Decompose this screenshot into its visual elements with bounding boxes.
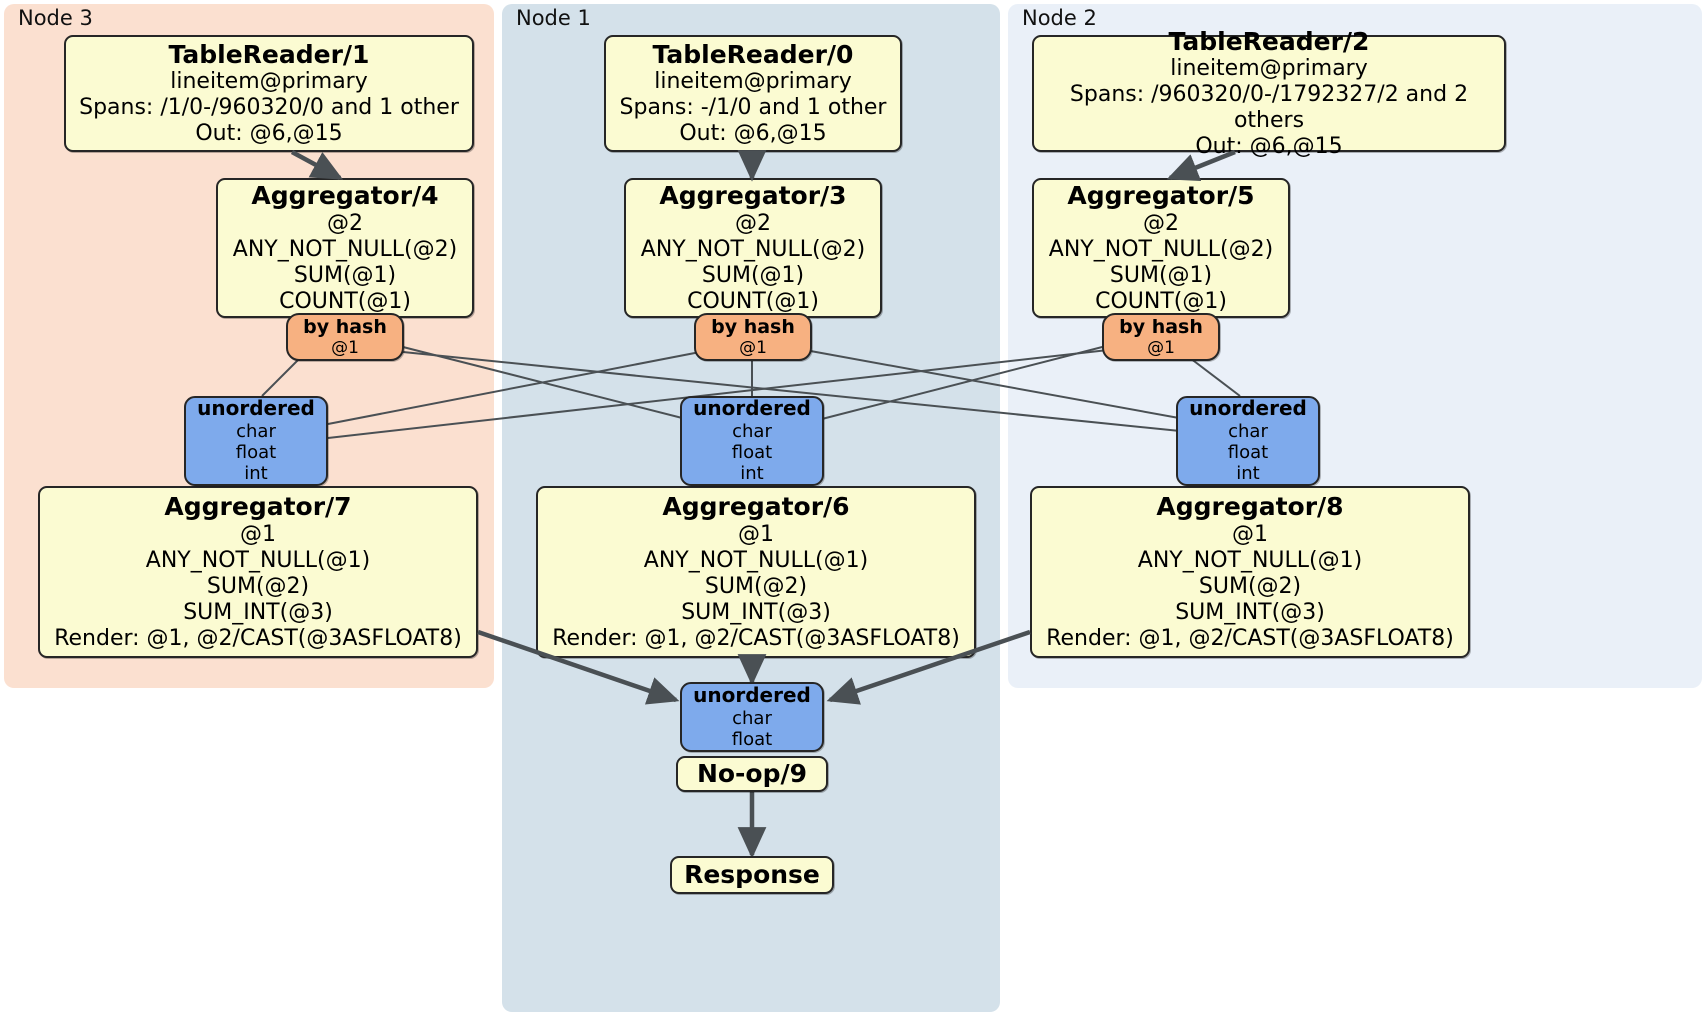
node-title: Aggregator/6 (662, 492, 850, 522)
router-unordered-right[interactable]: unordered char float int (1176, 396, 1320, 486)
node-line: SUM_INT(@3) (681, 599, 831, 625)
node-line: @1 (240, 521, 276, 547)
router-title: by hash (303, 315, 387, 338)
router-line: int (1236, 463, 1260, 485)
router-by-hash-right[interactable]: by hash @1 (1102, 313, 1220, 361)
router-line: float (235, 442, 277, 464)
node-line: ANY_NOT_NULL(@2) (232, 236, 458, 262)
node-tablereader-2[interactable]: TableReader/2 lineitem@primary Spans: /9… (1032, 27, 1506, 159)
router-title: unordered (197, 396, 315, 421)
cluster-label-node-3: Node 3 (18, 6, 93, 30)
router-line: int (244, 463, 268, 485)
node-aggregator-3[interactable]: Aggregator/3 @2 ANY_NOT_NULL(@2) SUM(@1)… (624, 178, 882, 318)
router-by-hash-left[interactable]: by hash @1 (286, 313, 404, 361)
router-line: @1 (739, 338, 767, 359)
node-line: COUNT(@1) (687, 288, 819, 314)
node-line: Out: @6,@15 (1195, 134, 1343, 160)
router-unordered-final[interactable]: unordered char float (680, 682, 824, 752)
node-title: No-op/9 (696, 759, 808, 789)
node-line: COUNT(@1) (1095, 288, 1227, 314)
node-aggregator-5[interactable]: Aggregator/5 @2 ANY_NOT_NULL(@2) SUM(@1)… (1032, 178, 1290, 318)
node-line: Render: @1, @2/CAST(@3ASFLOAT8) (1046, 625, 1454, 651)
node-line: SUM(@1) (293, 262, 397, 288)
node-line: COUNT(@1) (279, 288, 411, 314)
node-response[interactable]: Response (670, 856, 834, 894)
cluster-label-node-1: Node 1 (516, 6, 591, 30)
node-line: SUM(@1) (1109, 262, 1213, 288)
node-line: @2 (735, 210, 771, 236)
router-title: unordered (1189, 396, 1307, 421)
node-line: lineitem@primary (654, 69, 852, 95)
node-aggregator-7[interactable]: Aggregator/7 @1 ANY_NOT_NULL(@1) SUM(@2)… (38, 486, 478, 658)
node-line: lineitem@primary (1170, 56, 1368, 82)
node-title: TableReader/2 (1168, 26, 1370, 56)
node-line: SUM(@2) (1198, 573, 1302, 599)
router-title: by hash (711, 315, 795, 338)
router-by-hash-center[interactable]: by hash @1 (694, 313, 812, 361)
router-line: @1 (1147, 338, 1175, 359)
router-line: float (1227, 442, 1269, 464)
cluster-label-node-2: Node 2 (1022, 6, 1097, 30)
node-line: SUM(@2) (704, 573, 808, 599)
node-line: ANY_NOT_NULL(@2) (640, 236, 866, 262)
node-line: SUM_INT(@3) (1175, 599, 1325, 625)
node-line: Render: @1, @2/CAST(@3ASFLOAT8) (54, 625, 462, 651)
node-line: Render: @1, @2/CAST(@3ASFLOAT8) (552, 625, 960, 651)
router-line: float (731, 728, 773, 750)
node-line: SUM(@2) (206, 573, 310, 599)
node-title: Aggregator/7 (164, 492, 352, 522)
node-line: SUM_INT(@3) (183, 599, 333, 625)
router-line: char (236, 420, 276, 442)
router-unordered-center[interactable]: unordered char float int (680, 396, 824, 486)
router-title: by hash (1119, 315, 1203, 338)
router-line: float (731, 442, 773, 464)
node-tablereader-1[interactable]: TableReader/1 lineitem@primary Spans: /1… (64, 35, 474, 152)
node-aggregator-8[interactable]: Aggregator/8 @1 ANY_NOT_NULL(@1) SUM(@2)… (1030, 486, 1470, 658)
node-aggregator-6[interactable]: Aggregator/6 @1 ANY_NOT_NULL(@1) SUM(@2)… (536, 486, 976, 658)
router-line: char (732, 420, 772, 442)
node-title: Response (684, 860, 820, 890)
node-line: Spans: /1/0-/960320/0 and 1 other (79, 95, 459, 121)
node-title: TableReader/1 (168, 39, 370, 69)
node-title: Aggregator/4 (251, 181, 439, 211)
node-line: @2 (1143, 210, 1179, 236)
node-noop-9[interactable]: No-op/9 (676, 756, 828, 792)
node-line: @2 (327, 210, 363, 236)
router-title: unordered (693, 396, 811, 421)
node-line: ANY_NOT_NULL(@1) (145, 547, 371, 573)
node-aggregator-4[interactable]: Aggregator/4 @2 ANY_NOT_NULL(@2) SUM(@1)… (216, 178, 474, 318)
router-line: char (1228, 420, 1268, 442)
node-tablereader-0[interactable]: TableReader/0 lineitem@primary Spans: -/… (604, 35, 902, 152)
node-title: Aggregator/3 (659, 181, 847, 211)
node-line: @1 (738, 521, 774, 547)
router-line: char (732, 707, 772, 729)
node-title: Aggregator/8 (1156, 492, 1344, 522)
node-line: Spans: -/1/0 and 1 other (619, 95, 887, 121)
node-line: Spans: /960320/0-/1792327/2 and 2 others (1069, 82, 1469, 134)
node-line: lineitem@primary (170, 69, 368, 95)
node-line: Out: @6,@15 (195, 121, 343, 147)
router-unordered-left[interactable]: unordered char float int (184, 396, 328, 486)
node-line: ANY_NOT_NULL(@1) (1137, 547, 1363, 573)
node-title: Aggregator/5 (1067, 181, 1255, 211)
node-title: TableReader/0 (652, 39, 854, 69)
node-line: Out: @6,@15 (679, 121, 827, 147)
node-line: @1 (1232, 521, 1268, 547)
router-line: @1 (331, 338, 359, 359)
node-line: ANY_NOT_NULL(@1) (643, 547, 869, 573)
router-line: int (740, 463, 764, 485)
node-line: ANY_NOT_NULL(@2) (1048, 236, 1274, 262)
router-title: unordered (693, 682, 811, 707)
node-line: SUM(@1) (701, 262, 805, 288)
